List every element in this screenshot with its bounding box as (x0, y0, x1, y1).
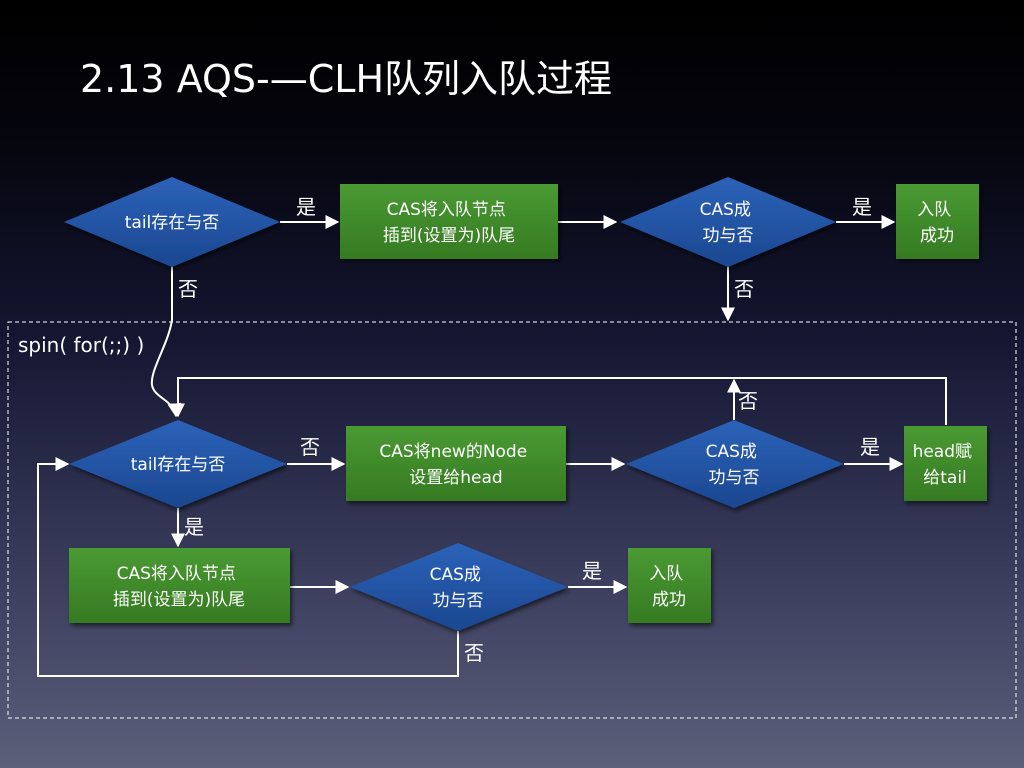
edge-label-d4-no: 否 (738, 389, 758, 413)
process-enqueue-success-top: 入队 成功 (896, 184, 979, 259)
process-cas-insert-tail-top: CAS将入队节点 插到(设置为)队尾 (340, 184, 558, 259)
node-d1-line-1: tail存在与否 (125, 213, 220, 233)
svg-text:入队 成功: 入队 成功 (649, 564, 688, 610)
edge-label-d5-yes: 是 (582, 559, 602, 583)
edge-label-d1-yes: 是 (296, 195, 316, 219)
node-r6-line-2: 成功 (652, 590, 686, 610)
node-r4-line-1: head赋 (913, 442, 972, 462)
svg-text:CAS将入队节点 插到(设置为)队尾: CAS将入队节点 插到(设置为)队尾 (383, 200, 515, 246)
edge-d1-no-to-d3 (150, 266, 182, 418)
decision-tail-exists-top: tail存在与否 (64, 177, 280, 267)
edge-label-d2-yes: 是 (852, 195, 872, 219)
svg-text:tail存在与否: tail存在与否 (125, 213, 220, 233)
svg-text:入队 成功: 入队 成功 (917, 200, 956, 246)
svg-text:CAS将入队节点 插到(设置为)队尾: CAS将入队节点 插到(设置为)队尾 (113, 564, 245, 610)
node-r1-line-1: CAS将入队节点 (387, 200, 506, 220)
edge-label-d1-no: 否 (178, 277, 198, 301)
node-d2-line-1: CAS成 (700, 200, 751, 220)
spin-loop-frame (7, 321, 1017, 719)
edge-d5-no-loop-to-d3 (37, 457, 459, 677)
node-r5-line-2: 插到(设置为)队尾 (113, 590, 245, 610)
edge-label-d2-no: 否 (734, 277, 754, 301)
node-d2-line-2: 功与否 (703, 226, 754, 246)
node-r6-line-1: 入队 (649, 564, 683, 584)
edge-label-d3-yes: 是 (184, 515, 204, 539)
svg-text:CAS成 功与否: CAS成 功与否 (430, 565, 487, 611)
edge-r4-loop-to-d3 (171, 377, 947, 425)
decision-tail-exists-loop: tail存在与否 (69, 420, 287, 508)
edge-label-d4-yes: 是 (860, 435, 880, 459)
node-r1-line-2: 插到(设置为)队尾 (383, 226, 515, 246)
node-r4-line-2: 给tail (923, 468, 967, 488)
process-cas-insert-tail-loop: CAS将入队节点 插到(设置为)队尾 (69, 548, 290, 623)
svg-text:tail存在与否: tail存在与否 (131, 455, 226, 475)
node-d4-line-2: 功与否 (709, 468, 760, 488)
edge-label-d5-no: 否 (464, 641, 484, 665)
process-enqueue-success-loop: 入队 成功 (628, 548, 711, 623)
spin-loop-label: spin( for(;;) ) (18, 333, 144, 357)
node-r2-line-2: 成功 (920, 226, 954, 246)
slide-title: 2.13 AQS-—CLH队列入队过程 (80, 57, 613, 101)
svg-text:head赋 给tail: head赋 给tail (913, 442, 978, 488)
node-d3-line-1: tail存在与否 (131, 455, 226, 475)
node-d4-line-1: CAS成 (706, 442, 757, 462)
node-r2-line-1: 入队 (917, 200, 951, 220)
node-r3-line-2: 设置给head (409, 468, 502, 488)
node-r5-line-1: CAS将入队节点 (117, 564, 236, 584)
decision-cas-success-top: CAS成 功与否 (620, 177, 836, 267)
svg-text:CAS成 功与否: CAS成 功与否 (706, 442, 763, 488)
edge-label-d3-no: 否 (300, 435, 320, 459)
svg-text:CAS将new的Node 设置给head: CAS将new的Node 设置给head (379, 442, 532, 488)
process-head-to-tail: head赋 给tail (904, 426, 987, 501)
decision-cas-success-loop: CAS成 功与否 (350, 543, 568, 631)
node-r3-line-1: CAS将new的Node (379, 442, 527, 462)
decision-cas-success-head: CAS成 功与否 (626, 420, 844, 508)
node-d5-line-2: 功与否 (433, 591, 484, 611)
node-d5-line-1: CAS成 (430, 565, 481, 585)
svg-text:CAS成 功与否: CAS成 功与否 (700, 200, 757, 246)
process-cas-set-head: CAS将new的Node 设置给head (346, 426, 566, 501)
